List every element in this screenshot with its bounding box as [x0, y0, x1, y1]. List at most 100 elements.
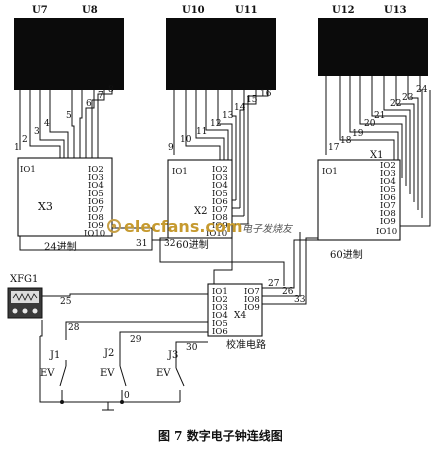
display-u10-u11 [166, 18, 276, 90]
switch-j3-blade [175, 367, 185, 387]
wire-label: 3 [34, 127, 40, 137]
wire-label: 12 [210, 119, 221, 129]
wire-label: 21 [374, 111, 385, 121]
wire-label: 2 [22, 135, 28, 145]
wire-bus-seconds [325, 76, 431, 227]
wire-labels: 1 2 3 4 5 6 7 8 9 10 11 12 13 14 15 16 1… [14, 85, 428, 153]
pin-io7: IO7 [88, 205, 104, 215]
counter-x1-seconds: X1 IO1 IO2 IO3 IO4 IO5 IO6 IO7 IO8 IO9 I… [317, 150, 401, 261]
pin-io7: IO7 [380, 201, 396, 211]
pin-io2: IO2 [212, 295, 228, 305]
wire-label: 11 [196, 127, 207, 137]
wire-label: 27 [268, 279, 280, 289]
wire-label: 4 [44, 119, 50, 129]
switch-label-j2: J2 [103, 348, 114, 359]
calibration-x4-caption: 校准电路 [226, 338, 266, 351]
pin-io8: IO8 [380, 209, 396, 219]
pin-io9: IO9 [244, 303, 260, 313]
wire-label: 16 [260, 89, 272, 99]
wire-label: 14 [234, 103, 246, 113]
wire-label: 18 [340, 136, 352, 146]
pin-io1: IO1 [212, 287, 228, 297]
generator-screen [11, 291, 39, 303]
pin-io3: IO3 [380, 169, 396, 179]
display-label-u8: U8 [82, 5, 98, 16]
counter-x2-caption: 60进制 [176, 238, 209, 251]
counter-x3-caption: 24进制 [44, 240, 77, 253]
wire-label: 9 [168, 143, 174, 153]
wire-label: 10 [180, 135, 192, 145]
pin-io1: IO1 [322, 167, 338, 177]
counter-x2-pins: IO2 IO3 IO4 IO5 IO6 IO7 IO8 IO9 IO10 [206, 165, 228, 239]
pin-io10: IO10 [376, 227, 397, 237]
display-u7-u8 [14, 18, 124, 90]
calibration-x4-label: X4 [234, 311, 246, 321]
wire-label: 28 [68, 323, 80, 333]
pin-io9: IO9 [88, 221, 104, 231]
pin-io6: IO6 [212, 197, 228, 207]
generator-terminal-icon [12, 308, 18, 314]
display-label-u11: U11 [235, 5, 258, 16]
wire-label: 25 [60, 297, 72, 307]
pin-io7: IO7 [244, 287, 260, 297]
pin-io4: IO4 [212, 311, 228, 321]
pin-io4: IO4 [212, 181, 228, 191]
counter-x1-box [317, 159, 401, 241]
counter-x3-pins: IO2 IO3 IO4 IO5 IO6 IO7 IO8 IO9 IO10 [84, 165, 105, 239]
wire-label: 0 [124, 391, 130, 401]
pin-io8: IO8 [88, 213, 104, 223]
generator-label: XFG1 [10, 274, 38, 285]
switch-label-j1: J1 [49, 350, 60, 361]
display-group-seconds: U12 U13 [318, 5, 428, 76]
pin-io10: IO10 [84, 229, 105, 239]
pin-io6: IO6 [88, 197, 104, 207]
wire-label: 29 [130, 335, 142, 345]
calibration-x4-box [207, 283, 263, 337]
wire-label: 19 [352, 129, 364, 139]
display-label-u12: U12 [332, 5, 355, 16]
pin-io9: IO9 [212, 221, 228, 231]
counter-x3-hours: IO1 X3 IO2 IO3 IO4 IO5 IO6 IO7 IO8 IO9 I… [17, 157, 113, 253]
pin-io3: IO3 [212, 303, 228, 313]
pin-io5: IO5 [212, 319, 228, 329]
pin-io6: IO6 [380, 193, 396, 203]
pin-io5: IO5 [88, 189, 104, 199]
pin-io2: IO2 [88, 165, 104, 175]
pin-io6: IO6 [212, 327, 228, 337]
wire-label: 20 [364, 119, 376, 129]
wire-label: 8 [108, 85, 114, 95]
wire-label: 23 [402, 93, 414, 103]
display-label-u13: U13 [384, 5, 407, 16]
wire-label: 6 [86, 99, 92, 109]
waveform-icon [12, 293, 38, 301]
pin-io4: IO4 [380, 177, 396, 187]
wire-label: 22 [390, 99, 401, 109]
switch-ev-label: EV [156, 368, 171, 379]
pin-io1: IO1 [172, 167, 188, 177]
switch-ev-label: EV [100, 368, 115, 379]
figure-caption: 图 7 数字电子钟连线图 [158, 428, 283, 443]
function-generator-xfg1: XFG1 25 [7, 274, 208, 337]
display-label-u10: U10 [182, 5, 205, 16]
wire-bus-minutes [173, 90, 269, 225]
pin-io8: IO8 [244, 295, 260, 305]
wire-label: 32 [164, 239, 175, 249]
wire-label: 26 [282, 287, 294, 297]
display-group-minutes: U10 U11 [166, 5, 276, 90]
watermark-suffix: 电子发烧友 [242, 223, 294, 235]
display-label-u7: U7 [32, 5, 48, 16]
wire-label: 15 [246, 95, 258, 105]
counter-x2-minutes: IO1 X2 IO2 IO3 IO4 IO5 IO6 IO7 IO8 IO9 I… [167, 159, 233, 251]
counter-x1-caption: 60进制 [330, 248, 363, 261]
pin-io9: IO9 [380, 217, 396, 227]
switch-ev-label: EV [40, 368, 55, 379]
counter-x2-label: X2 [194, 206, 207, 217]
wire-label: 24 [416, 85, 428, 95]
calibration-circuit-x4: IO1 IO2 IO3 IO4 IO5 IO6 IO7 IO8 IO9 X4 校… [207, 283, 266, 351]
watermark-text: elecfans.com [124, 217, 243, 236]
wire-label: 30 [186, 343, 198, 353]
junction-dot [120, 400, 124, 404]
counter-x1-pins: IO2 IO3 IO4 IO5 IO6 IO7 IO8 IO9 IO10 [376, 161, 397, 237]
generator-terminal-icon [32, 308, 38, 314]
